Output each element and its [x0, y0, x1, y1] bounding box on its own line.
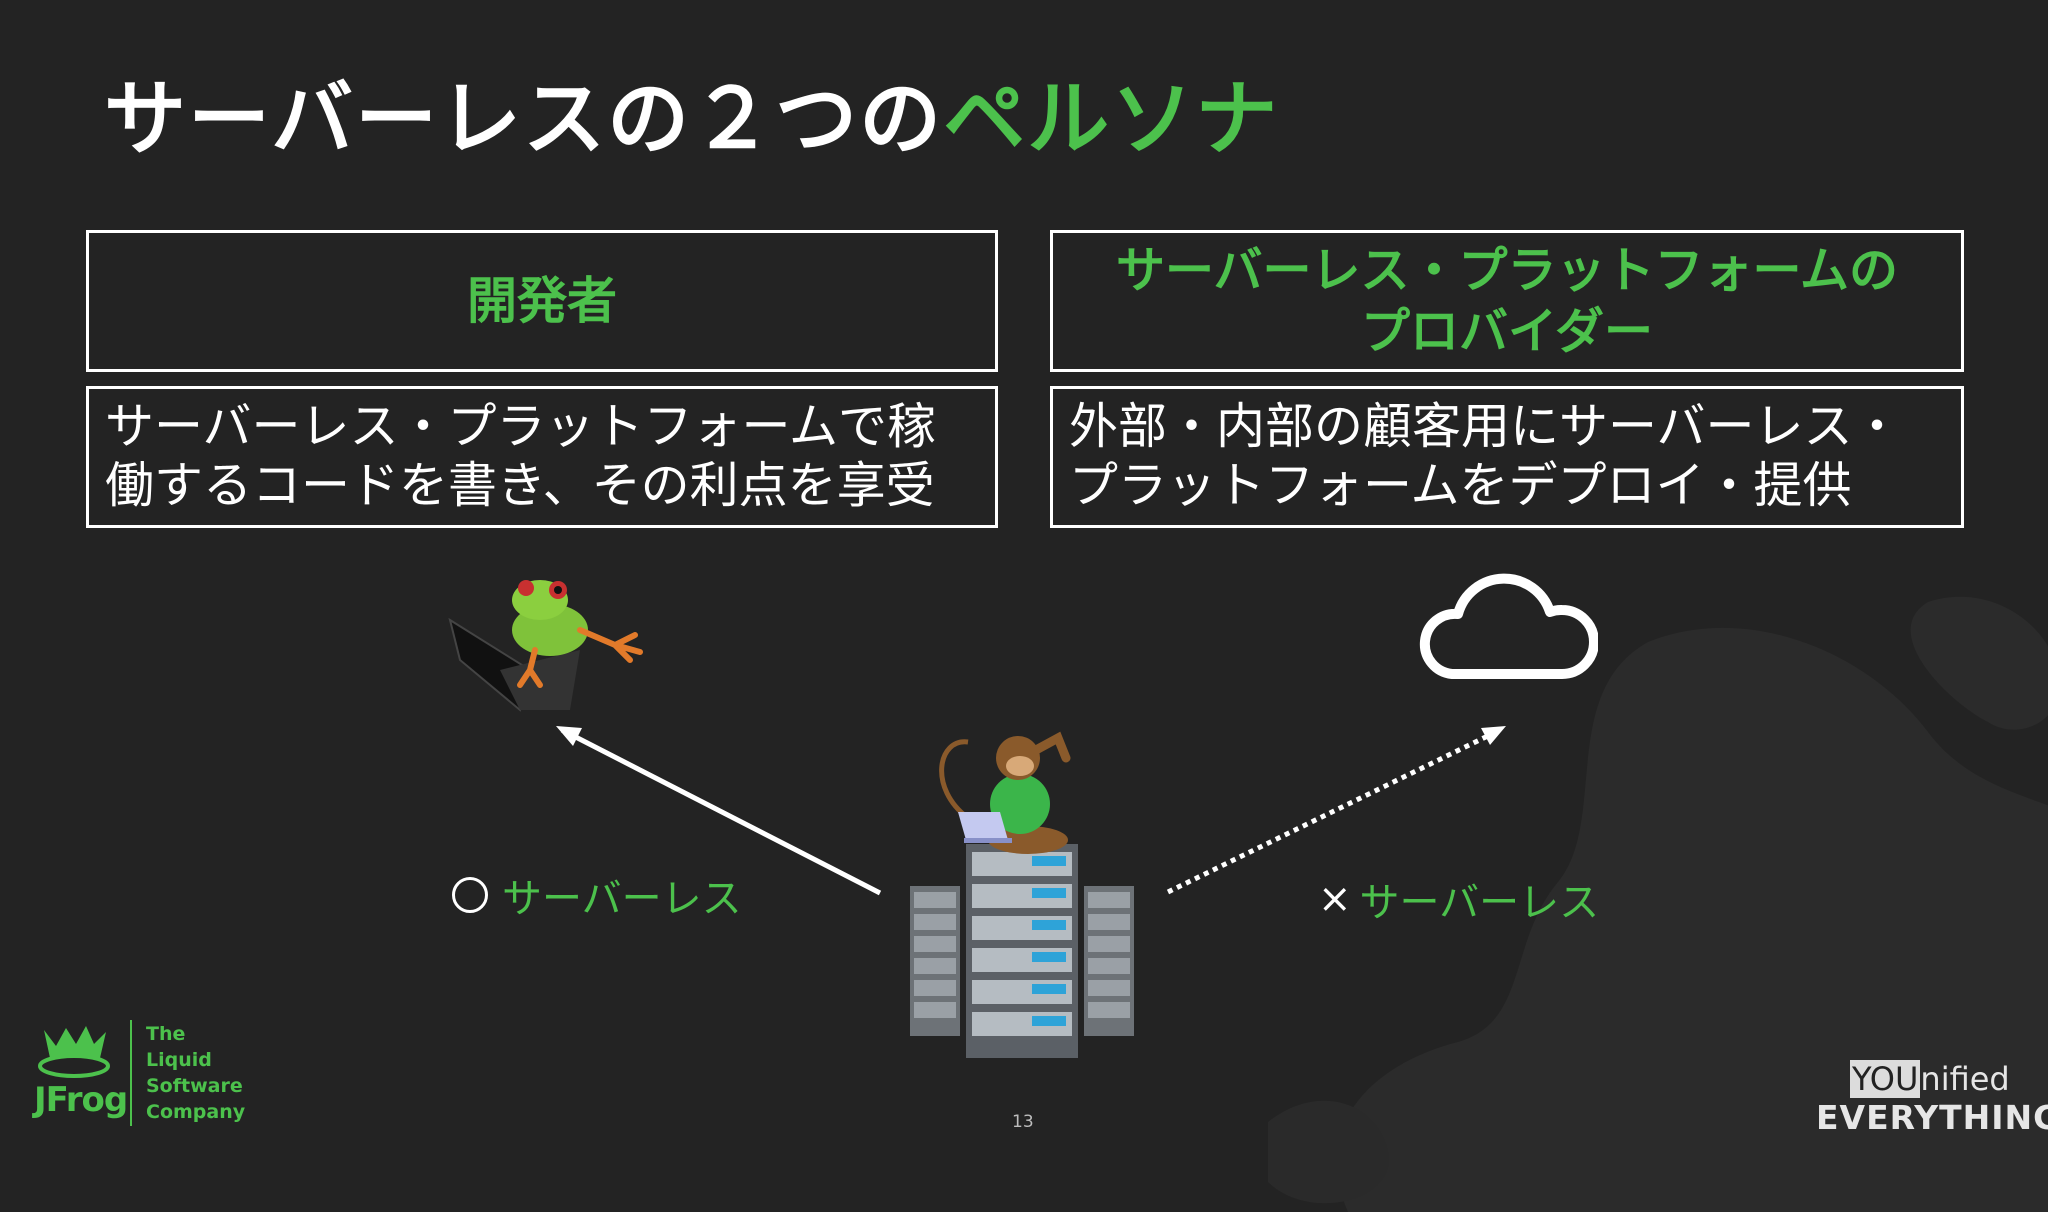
brand-logo-bottom: EVERYTHING [1816, 1098, 2048, 1137]
persona-provider-description-box: 外部・内部の顧客用にサーバーレス・ プラットフォームをデプロイ・提供 [1050, 386, 1964, 528]
description-line: プラットフォームをデプロイ・提供 [1069, 457, 1852, 514]
arrows [556, 726, 1506, 896]
brand-you: YOU [1850, 1060, 1921, 1098]
persona-provider-heading-box: サーバーレス・プラットフォームの プロバイダー [1050, 230, 1964, 372]
serverless-no-text: サーバーレス [1359, 880, 1600, 926]
persona-developer-description-box: サーバーレス・プラットフォームで稼 働するコードを書き、その利点を享受 [86, 386, 998, 528]
serverless-no-label: × サーバーレス [1318, 870, 1599, 928]
tagline-line: The [146, 1023, 186, 1045]
heading-line: サーバーレス・プラットフォームの [1115, 241, 1899, 299]
tagline-line: Software [146, 1075, 243, 1097]
solid-arrow-head [556, 726, 582, 746]
tagline-line: Company [146, 1101, 246, 1123]
tagline-line: Liquid [146, 1049, 212, 1071]
footer-tagline: The Liquid Software Company [146, 1021, 245, 1125]
frog-with-laptop-icon [448, 580, 643, 712]
persona-developer-heading-box: 開発者 [86, 230, 998, 372]
description-line: サーバーレス・プラットフォームで稼 [105, 398, 937, 456]
slide-title: サーバーレスの２つのペルソナ [104, 52, 1279, 171]
monkey-on-servers-icon [910, 731, 1134, 1058]
description-line: 働するコードを書き、その利点を享受 [105, 457, 935, 514]
persona-provider-heading: サーバーレス・プラットフォームの プロバイダー [1116, 240, 1898, 363]
title-accent: ペルソナ [943, 72, 1280, 167]
description-line: 外部・内部の顧客用にサーバーレス・ [1069, 398, 1902, 456]
dotted-arrow-head [1481, 726, 1506, 745]
title-main: サーバーレスの２つの [104, 72, 944, 167]
jfrog-logo-icon [38, 1026, 110, 1078]
cross-mark: × [1318, 876, 1352, 922]
serverless-yes-label: サーバーレス [452, 866, 742, 924]
cloud-icon [1419, 573, 1598, 679]
serverless-yes-text: サーバーレス [502, 876, 742, 922]
circle-mark-icon [452, 877, 488, 913]
persona-developer-heading: 開発者 [467, 271, 617, 330]
page-number: 13 [1012, 1112, 1034, 1132]
jfrog-logo-text: JFrog [34, 1080, 128, 1120]
footer-divider [130, 1020, 132, 1126]
heading-line: プロバイダー [1360, 303, 1654, 360]
solid-arrow-line [560, 727, 882, 896]
dotted-arrow-line [1166, 727, 1502, 895]
persona-provider-description: 外部・内部の顧客用にサーバーレス・ プラットフォームをデプロイ・提供 [1053, 398, 1961, 516]
persona-developer-description: サーバーレス・プラットフォームで稼 働するコードを書き、その利点を享受 [89, 398, 995, 516]
brand-nified: nified [1920, 1060, 2010, 1098]
brand-logo-top: YOUnified [1850, 1060, 2010, 1098]
